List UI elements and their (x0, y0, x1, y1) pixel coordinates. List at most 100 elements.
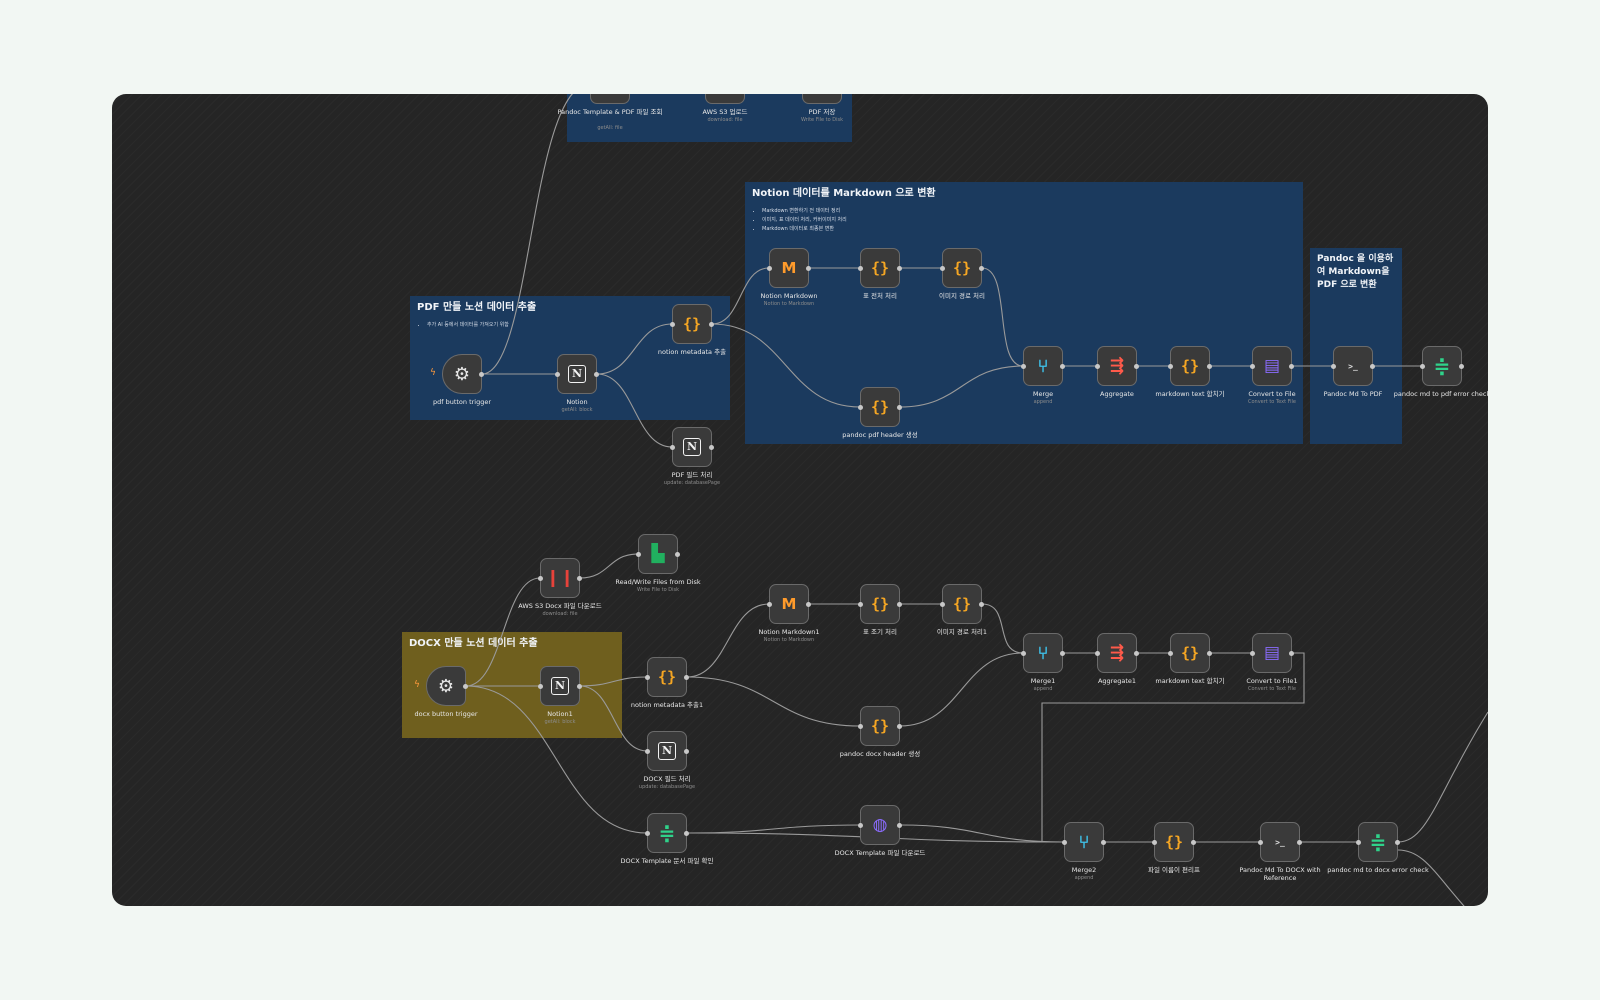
connection-line[interactable] (465, 685, 648, 834)
node-md1-notion-markdown[interactable]: M (767, 248, 811, 288)
input-handle[interactable] (538, 576, 543, 581)
node-docx-notion-metadata[interactable]: {} (645, 657, 689, 697)
node-top-aws-upload[interactable]: ❙❙ (705, 94, 745, 104)
input-handle[interactable] (636, 552, 641, 557)
input-handle[interactable] (645, 831, 650, 836)
node-md2-image[interactable]: {} (940, 584, 984, 624)
output-handle[interactable] (684, 831, 689, 836)
input-handle[interactable] (1095, 364, 1100, 369)
node-docx-pandoc-check[interactable]: ≑ (1356, 822, 1400, 862)
connection-line[interactable] (481, 94, 590, 375)
connection-line[interactable] (596, 323, 673, 375)
connection-line[interactable] (579, 553, 639, 579)
connection-line[interactable] (711, 323, 861, 408)
node-docx-field[interactable]: N (645, 731, 689, 771)
node-md2-merge[interactable]: ⑂ (1021, 633, 1065, 673)
connection-line[interactable] (686, 824, 861, 834)
input-handle[interactable] (1420, 364, 1425, 369)
output-handle[interactable] (979, 602, 984, 607)
input-handle[interactable] (538, 684, 543, 689)
connection-line[interactable] (899, 652, 1024, 727)
output-handle[interactable] (897, 405, 902, 410)
connection-line[interactable] (686, 603, 770, 678)
input-handle[interactable] (670, 445, 675, 450)
output-handle[interactable] (897, 602, 902, 607)
connection-line[interactable] (596, 373, 673, 448)
output-handle[interactable] (1060, 651, 1065, 656)
output-handle[interactable] (806, 602, 811, 607)
node-md1-merge[interactable]: ⑂ (1021, 346, 1065, 386)
node-pp-pandoc-md-pdf[interactable]: >_ (1331, 346, 1375, 386)
node-pdf-pdf-field[interactable]: N (670, 427, 714, 467)
output-handle[interactable] (897, 724, 902, 729)
output-handle[interactable] (709, 322, 714, 327)
output-handle[interactable] (684, 749, 689, 754)
connection-line[interactable] (579, 676, 648, 687)
output-handle[interactable] (577, 684, 582, 689)
output-handle[interactable] (1370, 364, 1375, 369)
node-docx-template-check[interactable]: ≑ (645, 813, 689, 853)
node-pdf-notion-metadata[interactable]: {} (670, 304, 714, 344)
node-pp-pandoc-check[interactable]: ≑ (1420, 346, 1464, 386)
node-pdf-trigger[interactable]: ⚙ (442, 354, 484, 394)
node-docx-trigger[interactable]: ⚙ (426, 666, 468, 706)
input-handle[interactable] (1258, 840, 1263, 845)
input-handle[interactable] (1168, 651, 1173, 656)
connection-line[interactable] (1041, 652, 1305, 843)
node-pdf-notion[interactable]: N (555, 354, 599, 394)
input-handle[interactable] (1168, 364, 1173, 369)
output-handle[interactable] (709, 445, 714, 450)
output-handle[interactable] (577, 576, 582, 581)
input-handle[interactable] (670, 322, 675, 327)
node-md1-convert[interactable]: ▤ (1250, 346, 1294, 386)
input-handle[interactable] (858, 602, 863, 607)
output-handle[interactable] (684, 675, 689, 680)
sticky-notion-to-markdown[interactable]: Notion 데이터를 Markdown 으로 변환 Markdown 변환하기… (745, 182, 1303, 444)
connection-line[interactable] (899, 824, 1065, 843)
input-handle[interactable] (645, 675, 650, 680)
input-handle[interactable] (767, 602, 772, 607)
input-handle[interactable] (1095, 651, 1100, 656)
node-md1-table[interactable]: {} (858, 248, 902, 288)
input-handle[interactable] (858, 266, 863, 271)
node-docx-notion[interactable]: N (538, 666, 582, 706)
output-handle[interactable] (897, 823, 902, 828)
connection-line[interactable] (465, 577, 541, 687)
output-handle[interactable] (1134, 651, 1139, 656)
input-handle[interactable] (940, 602, 945, 607)
node-md2-pandoc-header[interactable]: {} (858, 706, 902, 746)
node-md1-aggregate[interactable]: ⇶ (1095, 346, 1139, 386)
connection-line[interactable] (899, 365, 1024, 408)
node-md1-image[interactable]: {} (940, 248, 984, 288)
input-handle[interactable] (1331, 364, 1336, 369)
node-md2-markdown-text[interactable]: {} (1168, 633, 1212, 673)
node-docx-rw-files[interactable]: ▙ (636, 534, 680, 574)
input-handle[interactable] (858, 405, 863, 410)
output-handle[interactable] (897, 266, 902, 271)
output-handle[interactable] (806, 266, 811, 271)
input-handle[interactable] (645, 749, 650, 754)
input-handle[interactable] (1152, 840, 1157, 845)
input-handle[interactable] (1250, 651, 1255, 656)
node-docx-pandoc-md-docx[interactable]: >_ (1258, 822, 1302, 862)
connection-line[interactable] (981, 603, 1024, 654)
input-handle[interactable] (858, 823, 863, 828)
connection-line[interactable] (1397, 711, 1488, 843)
output-handle[interactable] (1289, 364, 1294, 369)
node-md1-markdown-text[interactable]: {} (1168, 346, 1212, 386)
node-md2-table[interactable]: {} (858, 584, 902, 624)
connection-line[interactable] (981, 267, 1024, 367)
node-md1-pandoc-header[interactable]: {} (858, 387, 902, 427)
output-handle[interactable] (1297, 840, 1302, 845)
output-handle[interactable] (1395, 840, 1400, 845)
node-docx-file-name[interactable]: {} (1152, 822, 1196, 862)
input-handle[interactable] (1356, 840, 1361, 845)
node-docx-merge[interactable]: ⑂ (1062, 822, 1106, 862)
output-handle[interactable] (979, 266, 984, 271)
output-handle[interactable] (463, 684, 468, 689)
output-handle[interactable] (1289, 651, 1294, 656)
output-handle[interactable] (1134, 364, 1139, 369)
output-handle[interactable] (1191, 840, 1196, 845)
output-handle[interactable] (675, 552, 680, 557)
workflow-canvas[interactable]: Notion 데이터를 Markdown 으로 변환 Markdown 변환하기… (112, 94, 1488, 906)
